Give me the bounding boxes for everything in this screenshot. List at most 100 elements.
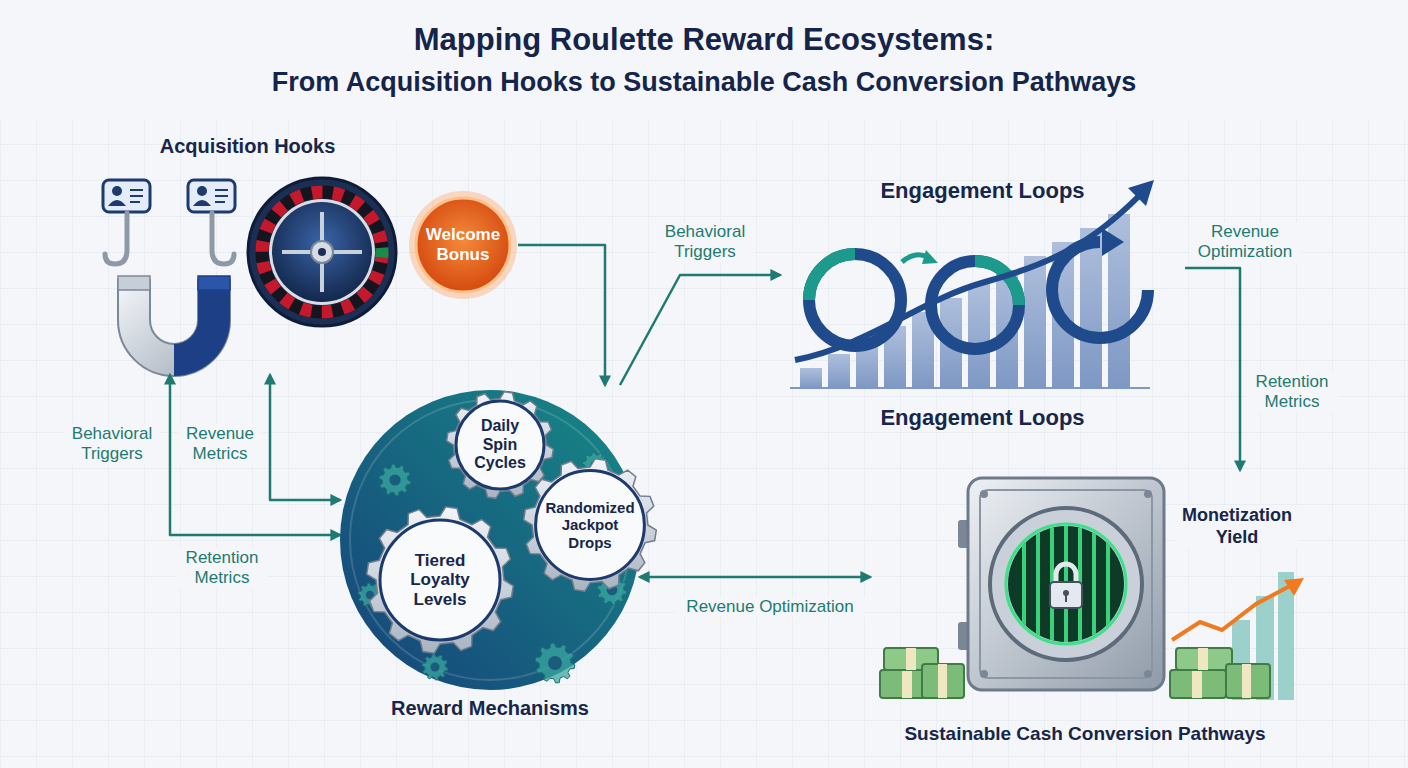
cash-stacks-part	[1176, 648, 1232, 670]
flow-label: Retention Metrics	[176, 548, 268, 589]
vault-icon-part	[1024, 520, 1108, 650]
roulette-wheel-part	[262, 192, 382, 312]
magnet-icon	[118, 276, 230, 376]
user-cards-part	[112, 186, 122, 196]
user-cards-part	[103, 180, 150, 212]
flow-label: Retention Metrics	[1246, 372, 1338, 413]
hooks-part	[212, 213, 234, 264]
engagement-chart-part	[809, 254, 901, 346]
vault-icon-part	[980, 490, 988, 498]
cash-stacks-part	[902, 670, 912, 698]
vault-icon-part	[1144, 490, 1152, 498]
engagement-chart-part	[1024, 256, 1046, 388]
connector-arrow	[170, 375, 340, 535]
vault-icon-part	[1006, 524, 1126, 644]
user-cards-part	[108, 200, 126, 206]
engagement-chart-part	[790, 387, 1150, 389]
user-cards-part	[188, 180, 235, 212]
gear-hub	[548, 656, 562, 670]
roulette-wheel-part	[262, 192, 382, 312]
vault-icon-part	[968, 478, 1164, 690]
vault-icon-part	[980, 490, 1152, 678]
engagement-chart-part	[809, 254, 855, 300]
magnet-icon-part	[198, 276, 230, 290]
roulette-wheel-part	[272, 202, 372, 302]
engagement-chart-part	[968, 284, 990, 388]
engagement-chart-part	[795, 195, 1140, 360]
cash-stacks-part	[938, 664, 947, 698]
node-label: Tiered Loyalty Levels	[399, 551, 481, 610]
roulette-wheel-part	[318, 248, 326, 256]
connector-arrow	[640, 576, 870, 579]
magnet-icon-part	[118, 276, 150, 290]
cash-stacks-part	[1198, 648, 1208, 670]
gear-body	[367, 507, 514, 654]
connector-arrow	[270, 375, 340, 500]
engagement-chart-part	[828, 354, 850, 388]
engagement-chart-part	[1102, 228, 1124, 256]
node-label: Engagement Loops	[880, 405, 1084, 430]
engagement-chart	[790, 180, 1154, 388]
vault-icon-part	[1000, 520, 1132, 650]
node-label: Reward Mechanisms	[391, 697, 589, 720]
cash-stacks-part	[1172, 586, 1290, 640]
engagement-chart-part	[1128, 180, 1154, 206]
gear-hub	[430, 662, 439, 671]
magnet-icon-part	[174, 280, 230, 376]
gear-node: Randomized Jackpot Drops	[522, 457, 658, 593]
engagement-chart-part	[1052, 242, 1148, 338]
node-label: Sustainable Cash Conversion Pathways	[904, 723, 1265, 745]
user-cards-part	[193, 200, 211, 206]
node-label: Randomized Jackpot Drops	[542, 499, 638, 551]
cash-stacks-part	[922, 664, 964, 698]
gear-body	[447, 392, 554, 499]
vault-icon	[958, 478, 1164, 690]
group-region: Acquisition Hooks	[95, 135, 400, 375]
hooks	[105, 213, 234, 264]
connector-arrow	[1185, 268, 1240, 470]
vault-icon-part	[1144, 670, 1152, 678]
gear-body	[524, 459, 657, 592]
vault-icon-part	[990, 508, 1142, 660]
vault-icon-part	[980, 670, 988, 678]
bonus-circle: Welcome Bonus	[408, 190, 518, 300]
reward-circle: Reward Mechanisms Daily Spin CyclesRandom…	[340, 385, 640, 720]
user-cards-part	[197, 186, 207, 196]
node-label: Daily Spin Cycles	[469, 417, 531, 472]
hooks-part	[105, 213, 127, 264]
edge-label: Revenue Optimization	[1189, 222, 1301, 263]
group-region: Engagement LoopsEngagement Loops	[780, 178, 1185, 430]
roulette-wheel-part	[282, 212, 362, 292]
gear-node: Tiered Loyalty Levels	[365, 505, 515, 655]
small-gear	[535, 643, 575, 683]
cash-stacks-part	[906, 648, 916, 670]
small-gear	[422, 654, 448, 680]
metric-label: Monetization Yield	[1176, 505, 1298, 548]
cash-stacks-part	[1284, 578, 1304, 596]
roulette-wheel-part	[262, 192, 382, 312]
reward-disc	[340, 390, 640, 690]
roulette-wheel-part	[248, 178, 396, 326]
roulette-wheel-part	[269, 199, 375, 305]
bonus-disc	[416, 198, 510, 292]
magnet-icon-part	[118, 280, 230, 376]
edge-label: Behavioral Triggers	[655, 222, 755, 263]
node-label: Acquisition Hooks	[160, 135, 336, 158]
gear-hub	[389, 474, 400, 485]
engagement-chart-part	[800, 368, 822, 388]
vault-icon-part	[1065, 595, 1067, 602]
cash-stacks-part	[1192, 670, 1202, 698]
edge-label: Revenue Metrics	[178, 424, 262, 465]
engagement-chart-part	[1080, 228, 1102, 388]
edge-label: Behavioral Triggers	[64, 424, 160, 465]
roulette-wheel	[248, 178, 396, 326]
user-cards-part	[215, 190, 228, 202]
cash-stacks-part	[1242, 664, 1251, 698]
user-cards	[103, 180, 235, 212]
cash-stacks-part	[1170, 670, 1226, 698]
small-gear	[379, 464, 411, 496]
engagement-chart-part	[922, 250, 938, 264]
